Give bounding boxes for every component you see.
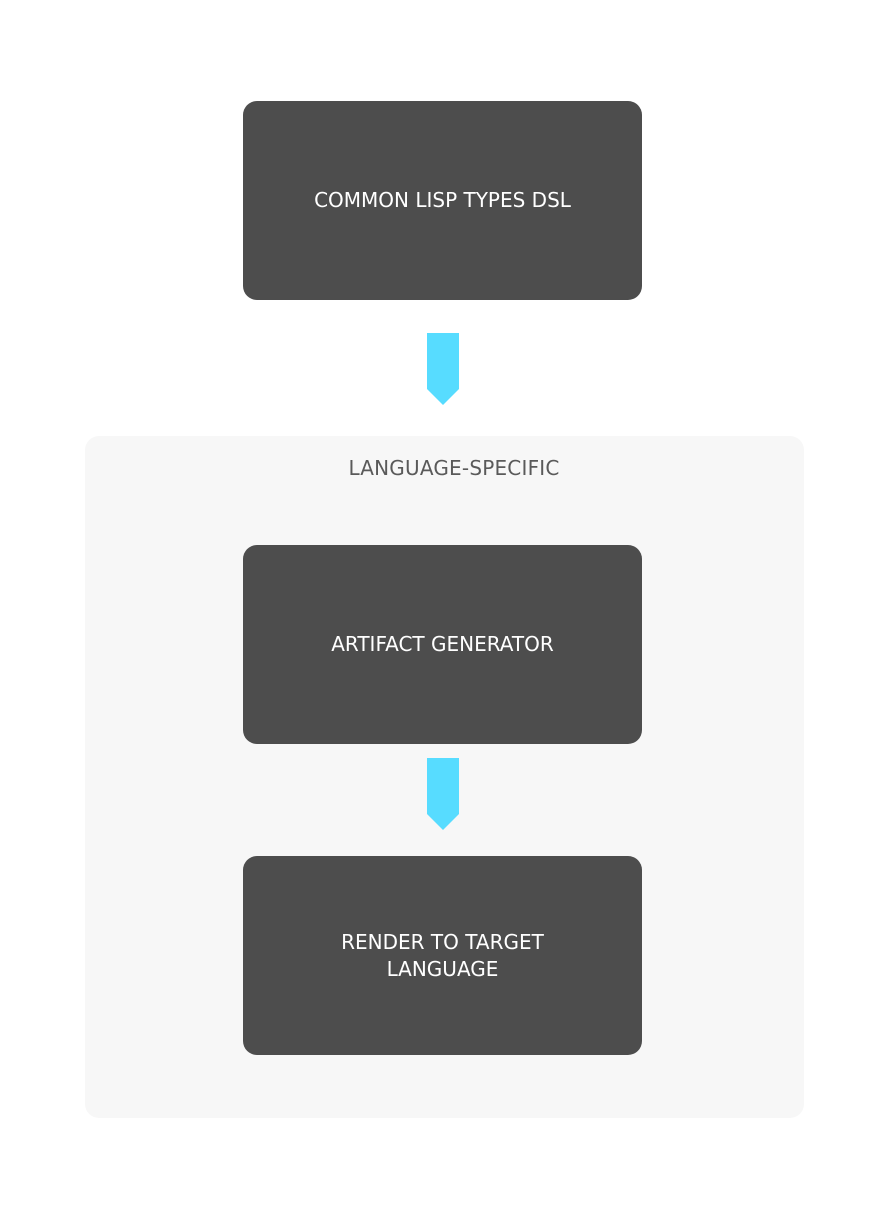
arrow-down-icon [427,758,459,830]
group-label: LANGUAGE-SPECIFIC [348,456,560,480]
node-label: ARTIFACT GENERATOR [331,632,554,656]
node-label: RENDER TO TARGET LANGUAGE [341,929,544,981]
node-common-lisp-types-dsl: COMMON LISP TYPES DSL [243,101,642,300]
node-label: COMMON LISP TYPES DSL [314,188,571,212]
node-artifact-generator: ARTIFACT GENERATOR [243,545,642,744]
node-render-to-target-language: RENDER TO TARGET LANGUAGE [243,856,642,1055]
arrow-down-icon [427,333,459,405]
